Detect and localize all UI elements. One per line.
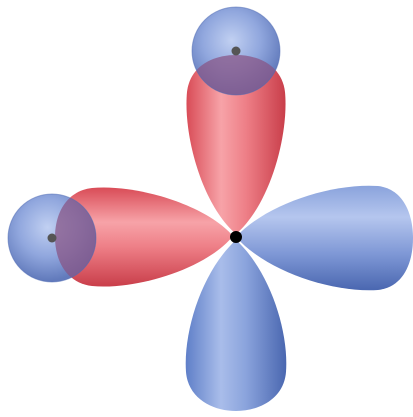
atom-top-center xyxy=(232,47,241,56)
lobe-down-negative xyxy=(186,240,287,411)
lobe-right-negative xyxy=(236,186,413,291)
central-nucleus xyxy=(230,231,242,243)
atom-left-center xyxy=(48,234,57,243)
